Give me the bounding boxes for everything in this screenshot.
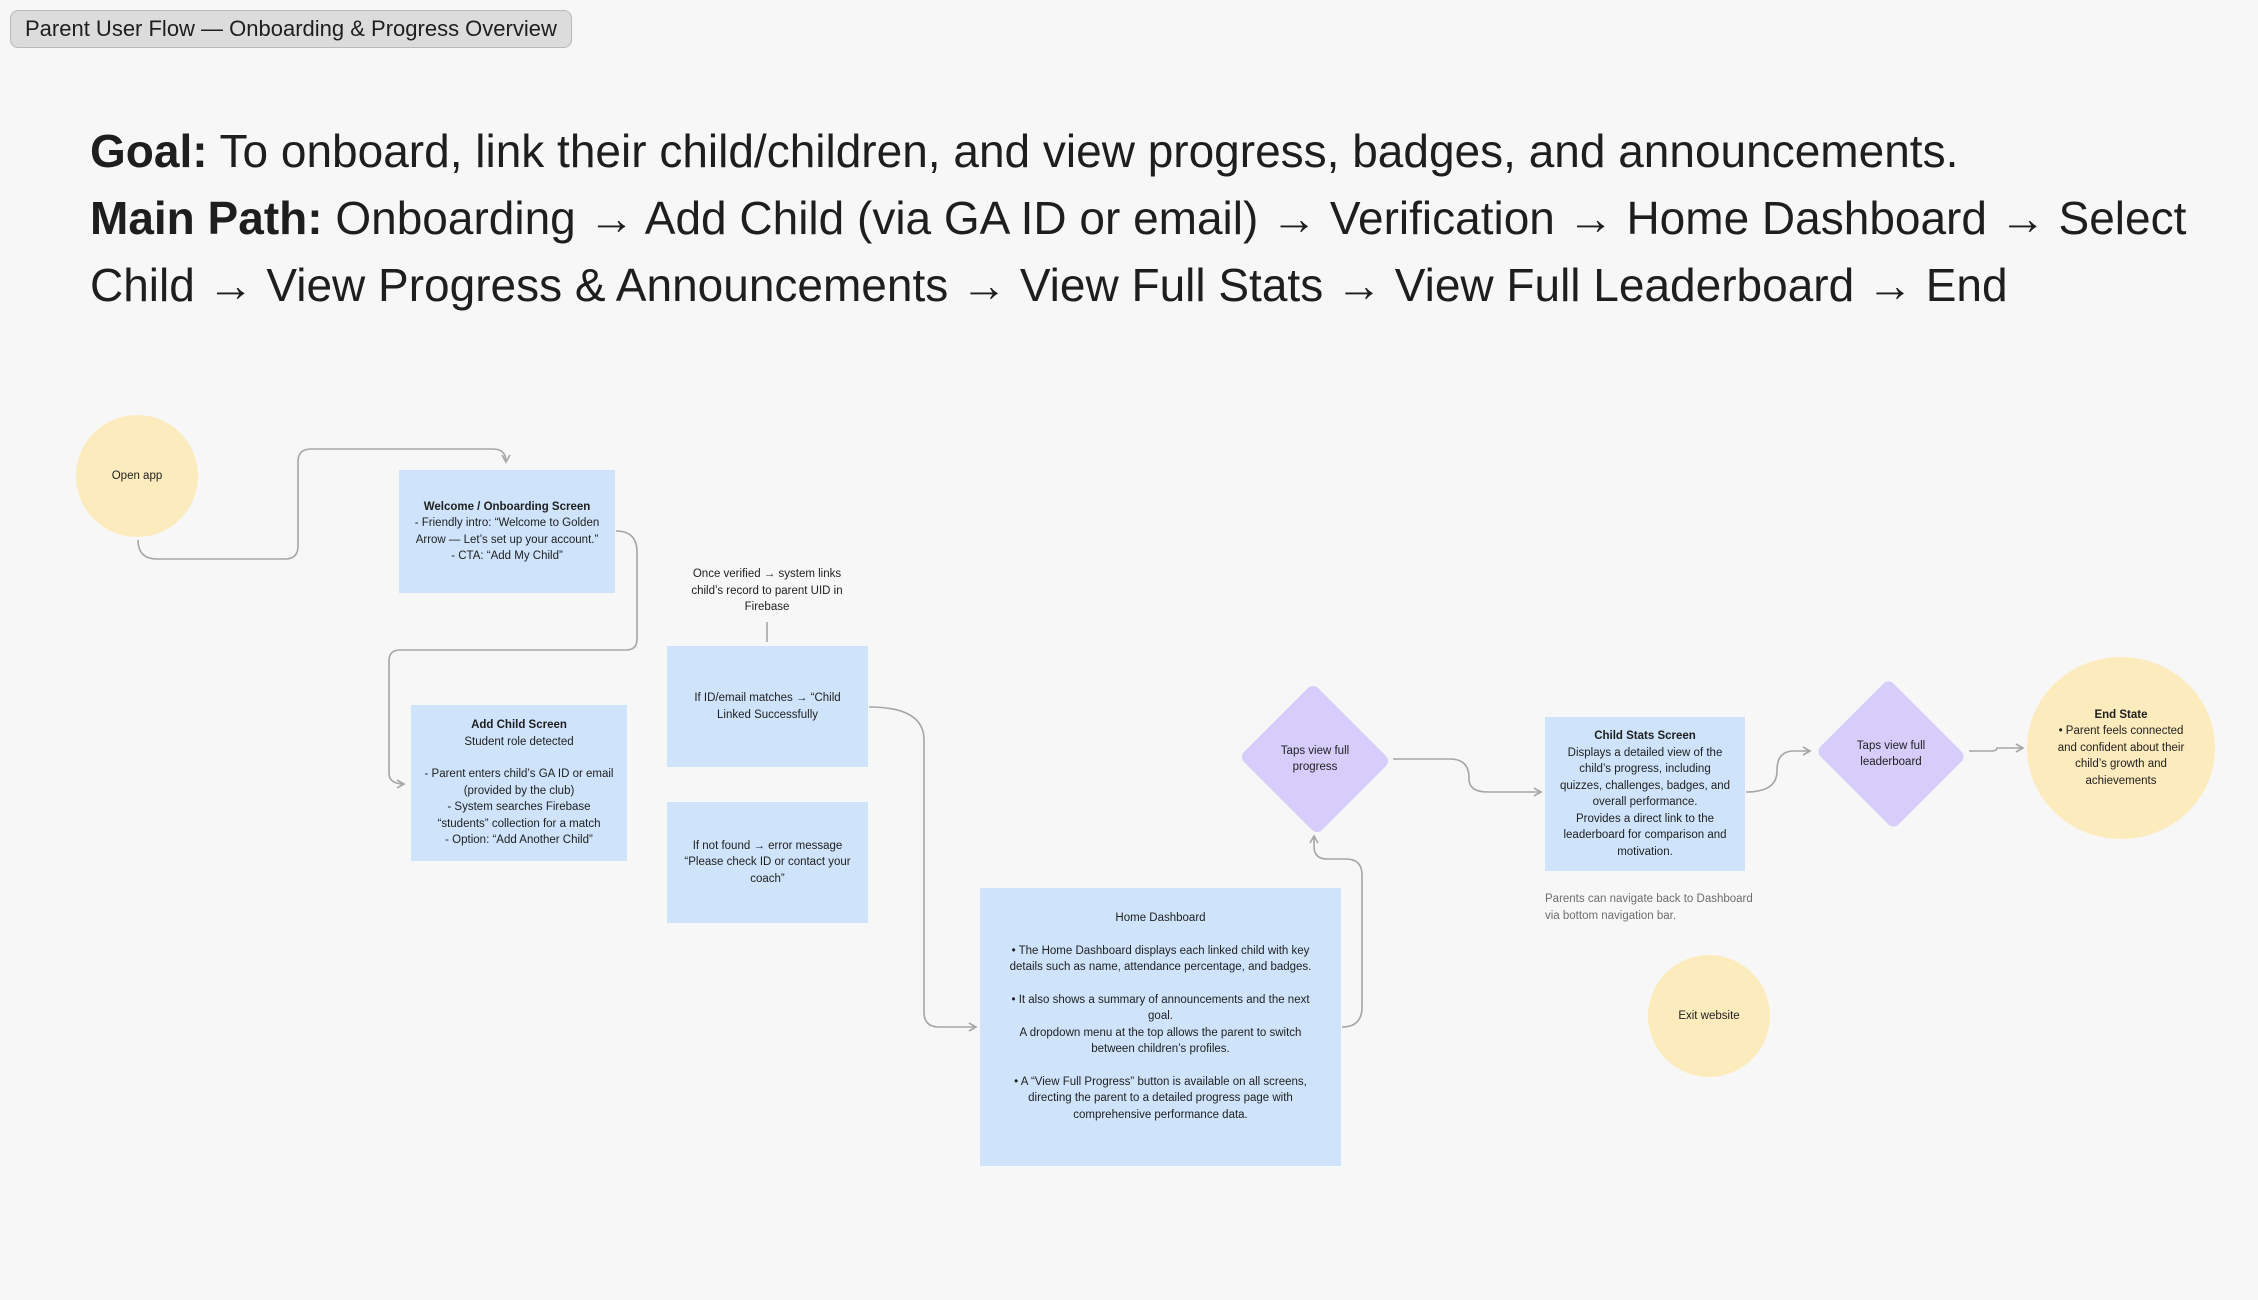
not-found-label: If not found → error message “Please che… (684, 839, 851, 885)
match-result-node[interactable]: If ID/email matches → “Child Linked Succ… (667, 646, 868, 767)
taps-full-leaderboard-label: Taps view full leaderboard (1856, 739, 1926, 769)
home-bullet-announcements: It also shows a summary of announcements… (1004, 992, 1317, 1058)
open-app-node[interactable]: Open app (76, 415, 198, 537)
taps-full-progress-decision[interactable]: Taps view full progress (1237, 683, 1393, 835)
home-dashboard-bullets: The Home Dashboard displays each linked … (1004, 943, 1317, 1140)
home-bullet-linked-children: The Home Dashboard displays each linked … (1004, 943, 1317, 976)
add-child-title: Add Child Screen (471, 719, 567, 732)
goal-line: Goal: To onboard, link their child/child… (90, 118, 2190, 185)
open-app-label: Open app (111, 469, 163, 482)
end-state-body: • Parent feels connected and confident a… (2057, 725, 2185, 787)
connector-taps-progress-to-stats (1393, 758, 1543, 797)
goal-text: To onboard, link their child/children, a… (207, 125, 1959, 177)
connector-stats-to-taps-leaderboard (1745, 746, 1812, 793)
child-stats-screen-node[interactable]: Child Stats Screen Displays a detailed v… (1545, 717, 1745, 871)
exit-website-label: Exit website (1678, 1009, 1740, 1022)
connector-home-to-taps-progress (1309, 834, 1363, 1028)
goal-label: Goal: (90, 125, 208, 177)
connector-welcome-to-add-child (388, 530, 638, 789)
end-state-title: End State (2094, 708, 2148, 721)
verification-note: Once verified → system links child’s rec… (691, 568, 843, 613)
taps-full-progress-label: Taps view full progress (1280, 744, 1350, 774)
end-state-node[interactable]: End State • Parent feels connected and c… (2027, 657, 2215, 839)
main-path-line: Main Path: Onboarding → Add Child (via G… (90, 185, 2190, 319)
welcome-screen-node[interactable]: Welcome / Onboarding Screen - Friendly i… (399, 470, 615, 593)
connector-open-to-welcome (137, 448, 511, 560)
home-bullet-dropdown: A dropdown menu at the top allows the pa… (1019, 1026, 1302, 1056)
navigation-note: Parents can navigate back to Dashboard v… (1545, 893, 1753, 922)
goal-statement: Goal: To onboard, link their child/child… (90, 118, 2190, 319)
not-found-node[interactable]: If not found → error message “Please che… (667, 802, 868, 923)
welcome-screen-body: - Friendly intro: “Welcome to Golden Arr… (414, 517, 600, 562)
child-stats-body: Displays a detailed view of the child’s … (1559, 746, 1731, 858)
add-child-body: - Parent enters child’s GA ID or email (… (424, 768, 614, 847)
connector-taps-leaderboard-to-end (1969, 743, 2025, 753)
add-child-screen-node[interactable]: Add Child Screen Student role detected -… (411, 705, 627, 861)
main-path-label: Main Path: (90, 192, 323, 244)
main-path-text: Onboarding → Add Child (via GA ID or ema… (90, 192, 2187, 311)
home-dashboard-title: Home Dashboard (1115, 912, 1206, 924)
home-dashboard-node[interactable]: Home Dashboard The Home Dashboard displa… (980, 888, 1341, 1166)
child-stats-title: Child Stats Screen (1594, 730, 1696, 742)
match-result-label: If ID/email matches → “Child Linked Succ… (694, 692, 841, 721)
welcome-screen-title: Welcome / Onboarding Screen (423, 500, 591, 513)
taps-full-leaderboard-decision[interactable]: Taps view full leaderboard (1813, 678, 1969, 830)
frame-title[interactable]: Parent User Flow — Onboarding & Progress… (10, 10, 572, 48)
add-child-subtitle: Student role detected (464, 735, 574, 748)
home-bullet-full-progress: A “View Full Progress” button is availab… (1004, 1074, 1317, 1124)
exit-website-node[interactable]: Exit website (1648, 955, 1770, 1077)
connector-match-to-home (868, 706, 978, 1032)
